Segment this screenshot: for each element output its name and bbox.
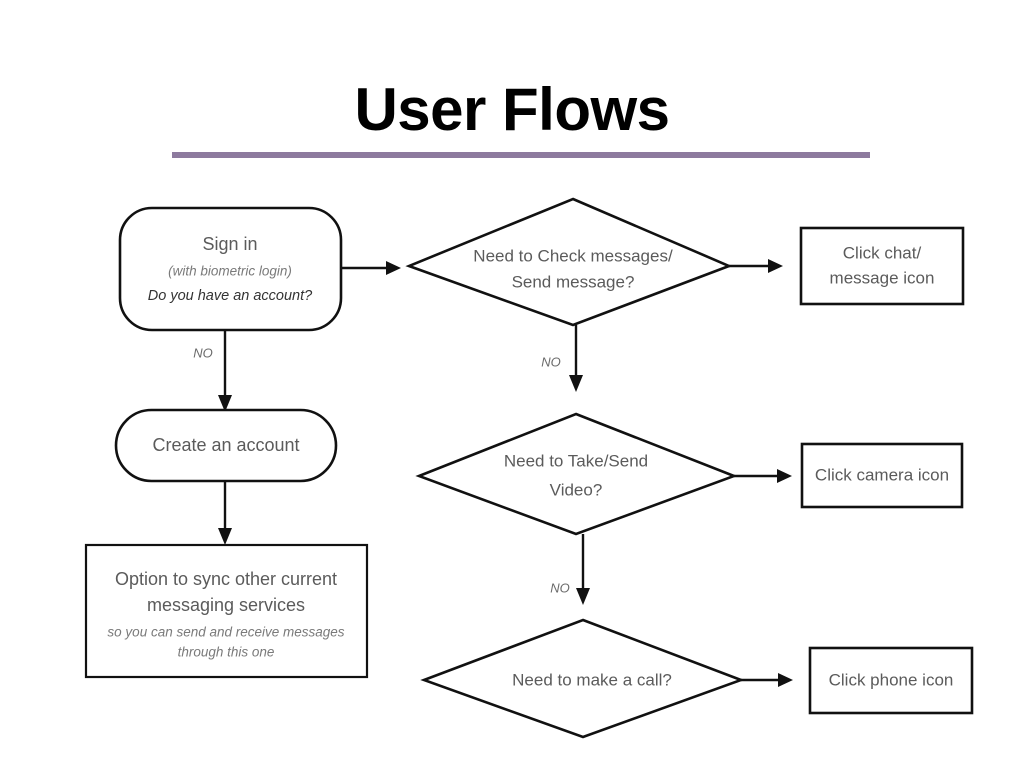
node-click-chat[interactable]: Click chat/ message icon xyxy=(799,226,965,306)
connector-createaccount-to-sync xyxy=(218,481,232,545)
node-sync-services-sub2: through this one xyxy=(178,645,275,660)
node-sign-in-shape xyxy=(118,206,343,332)
connector-checkmessages-to-clickchat xyxy=(729,259,783,273)
node-check-messages-shape xyxy=(405,197,733,327)
node-take-video-line2: Video? xyxy=(550,480,603,499)
connector-makecall-to-clickphone xyxy=(741,673,793,687)
node-make-call[interactable]: Need to make a call? xyxy=(420,618,745,739)
connector-takevideo-to-makecall xyxy=(576,534,590,605)
node-click-chat-line1: Click chat/ xyxy=(843,243,922,262)
node-sign-in-line1: Sign in xyxy=(202,234,257,254)
edge-label-signin-no: NO xyxy=(193,345,213,360)
connector-checkmessages-to-takevideo xyxy=(569,325,583,392)
node-click-phone-shape xyxy=(808,646,974,715)
node-sync-services-sub1: so you can send and receive messages xyxy=(107,625,344,640)
edge-label-checkmessages-no: NO xyxy=(541,354,561,369)
node-click-chat-shape xyxy=(799,226,965,306)
node-create-account-label: Create an account xyxy=(152,435,299,455)
node-sign-in-line2: (with biometric login) xyxy=(168,264,292,279)
connector-takevideo-to-clickcamera xyxy=(734,469,792,483)
node-sign-in-line3: Do you have an account? xyxy=(148,288,313,304)
node-sync-services-line1: Option to sync other current xyxy=(115,569,337,589)
node-make-call-shape xyxy=(420,618,745,739)
edge-label-takevideo-no: NO xyxy=(550,580,570,595)
node-sync-services-line2: messaging services xyxy=(147,595,305,615)
node-check-messages-line1: Need to Check messages/ xyxy=(473,246,673,265)
node-make-call-label: Need to make a call? xyxy=(512,670,672,689)
page-title: User Flows xyxy=(354,76,670,143)
title-divider xyxy=(172,152,870,158)
node-sign-in[interactable]: Sign in (with biometric login) Do you ha… xyxy=(118,206,343,332)
node-take-video-line1: Need to Take/Send xyxy=(504,451,648,470)
node-check-messages-line2: Send message? xyxy=(512,272,635,291)
node-click-camera[interactable]: Click camera icon xyxy=(800,442,964,509)
node-take-video-shape xyxy=(415,412,738,536)
node-click-phone-label: Click phone icon xyxy=(829,670,954,689)
node-sync-services-shape xyxy=(84,543,369,679)
node-click-camera-shape xyxy=(800,442,964,509)
node-click-chat-line2: message icon xyxy=(830,268,935,287)
node-sync-services[interactable]: Option to sync other current messaging s… xyxy=(84,543,369,679)
node-check-messages[interactable]: Need to Check messages/ Send message? xyxy=(405,197,733,327)
connector-signin-to-checkmessages xyxy=(341,261,401,275)
node-take-video[interactable]: Need to Take/Send Video? xyxy=(415,412,738,536)
node-create-account-shape xyxy=(114,408,338,483)
node-click-phone[interactable]: Click phone icon xyxy=(808,646,974,715)
node-create-account[interactable]: Create an account xyxy=(114,408,338,483)
node-click-camera-label: Click camera icon xyxy=(815,465,949,484)
connector-signin-to-createaccount xyxy=(218,330,232,412)
